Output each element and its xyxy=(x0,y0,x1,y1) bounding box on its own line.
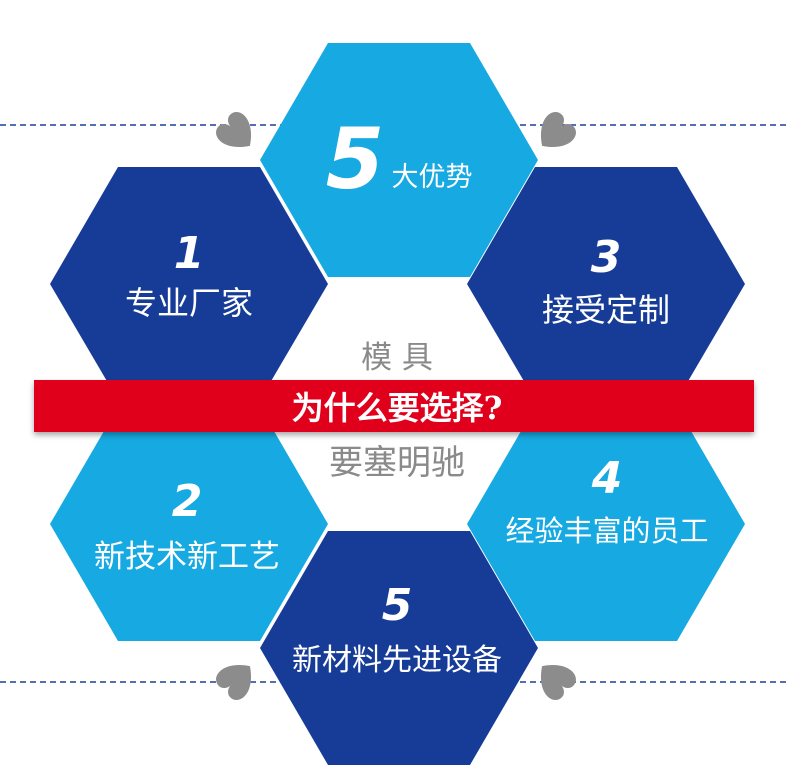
hex-lower-right xyxy=(467,407,745,641)
banner-bar xyxy=(34,380,754,432)
banner xyxy=(34,380,754,432)
center-title-top: 模 具 xyxy=(361,340,433,376)
hex-lower-left-label: 新技术新工艺 xyxy=(94,539,280,575)
center-title-bottom: 要塞明驰 xyxy=(329,443,465,483)
heart-icon xyxy=(540,112,576,148)
hex-upper-left-label: 专业厂家 xyxy=(125,284,253,322)
hex-lower-left xyxy=(50,407,328,641)
hex-upper-right-label: 接受定制 xyxy=(542,291,670,329)
heart-icon xyxy=(216,664,252,700)
banner-title: 为什么要选择? xyxy=(292,389,503,427)
hex-top-label: 大优势 xyxy=(392,162,473,193)
heart-icon xyxy=(216,112,252,148)
hex-upper-left-number: 1 xyxy=(174,228,205,279)
hex-bottom xyxy=(260,531,538,765)
hex-upper-left xyxy=(50,167,328,400)
hex-top xyxy=(260,43,538,277)
hex-upper-right xyxy=(467,167,745,400)
hex-lower-left-number: 2 xyxy=(172,476,203,527)
hex-upper-right-number: 3 xyxy=(591,232,622,283)
hex-bottom-label: 新材料先进设备 xyxy=(292,643,502,678)
hex-top-number: 5 xyxy=(326,110,384,208)
hex-lower-right-label: 经验丰富的员工 xyxy=(505,514,708,548)
heart-icon xyxy=(540,664,576,700)
hex-lower-right-number: 4 xyxy=(591,453,623,504)
hex-bottom-number: 5 xyxy=(382,580,413,631)
